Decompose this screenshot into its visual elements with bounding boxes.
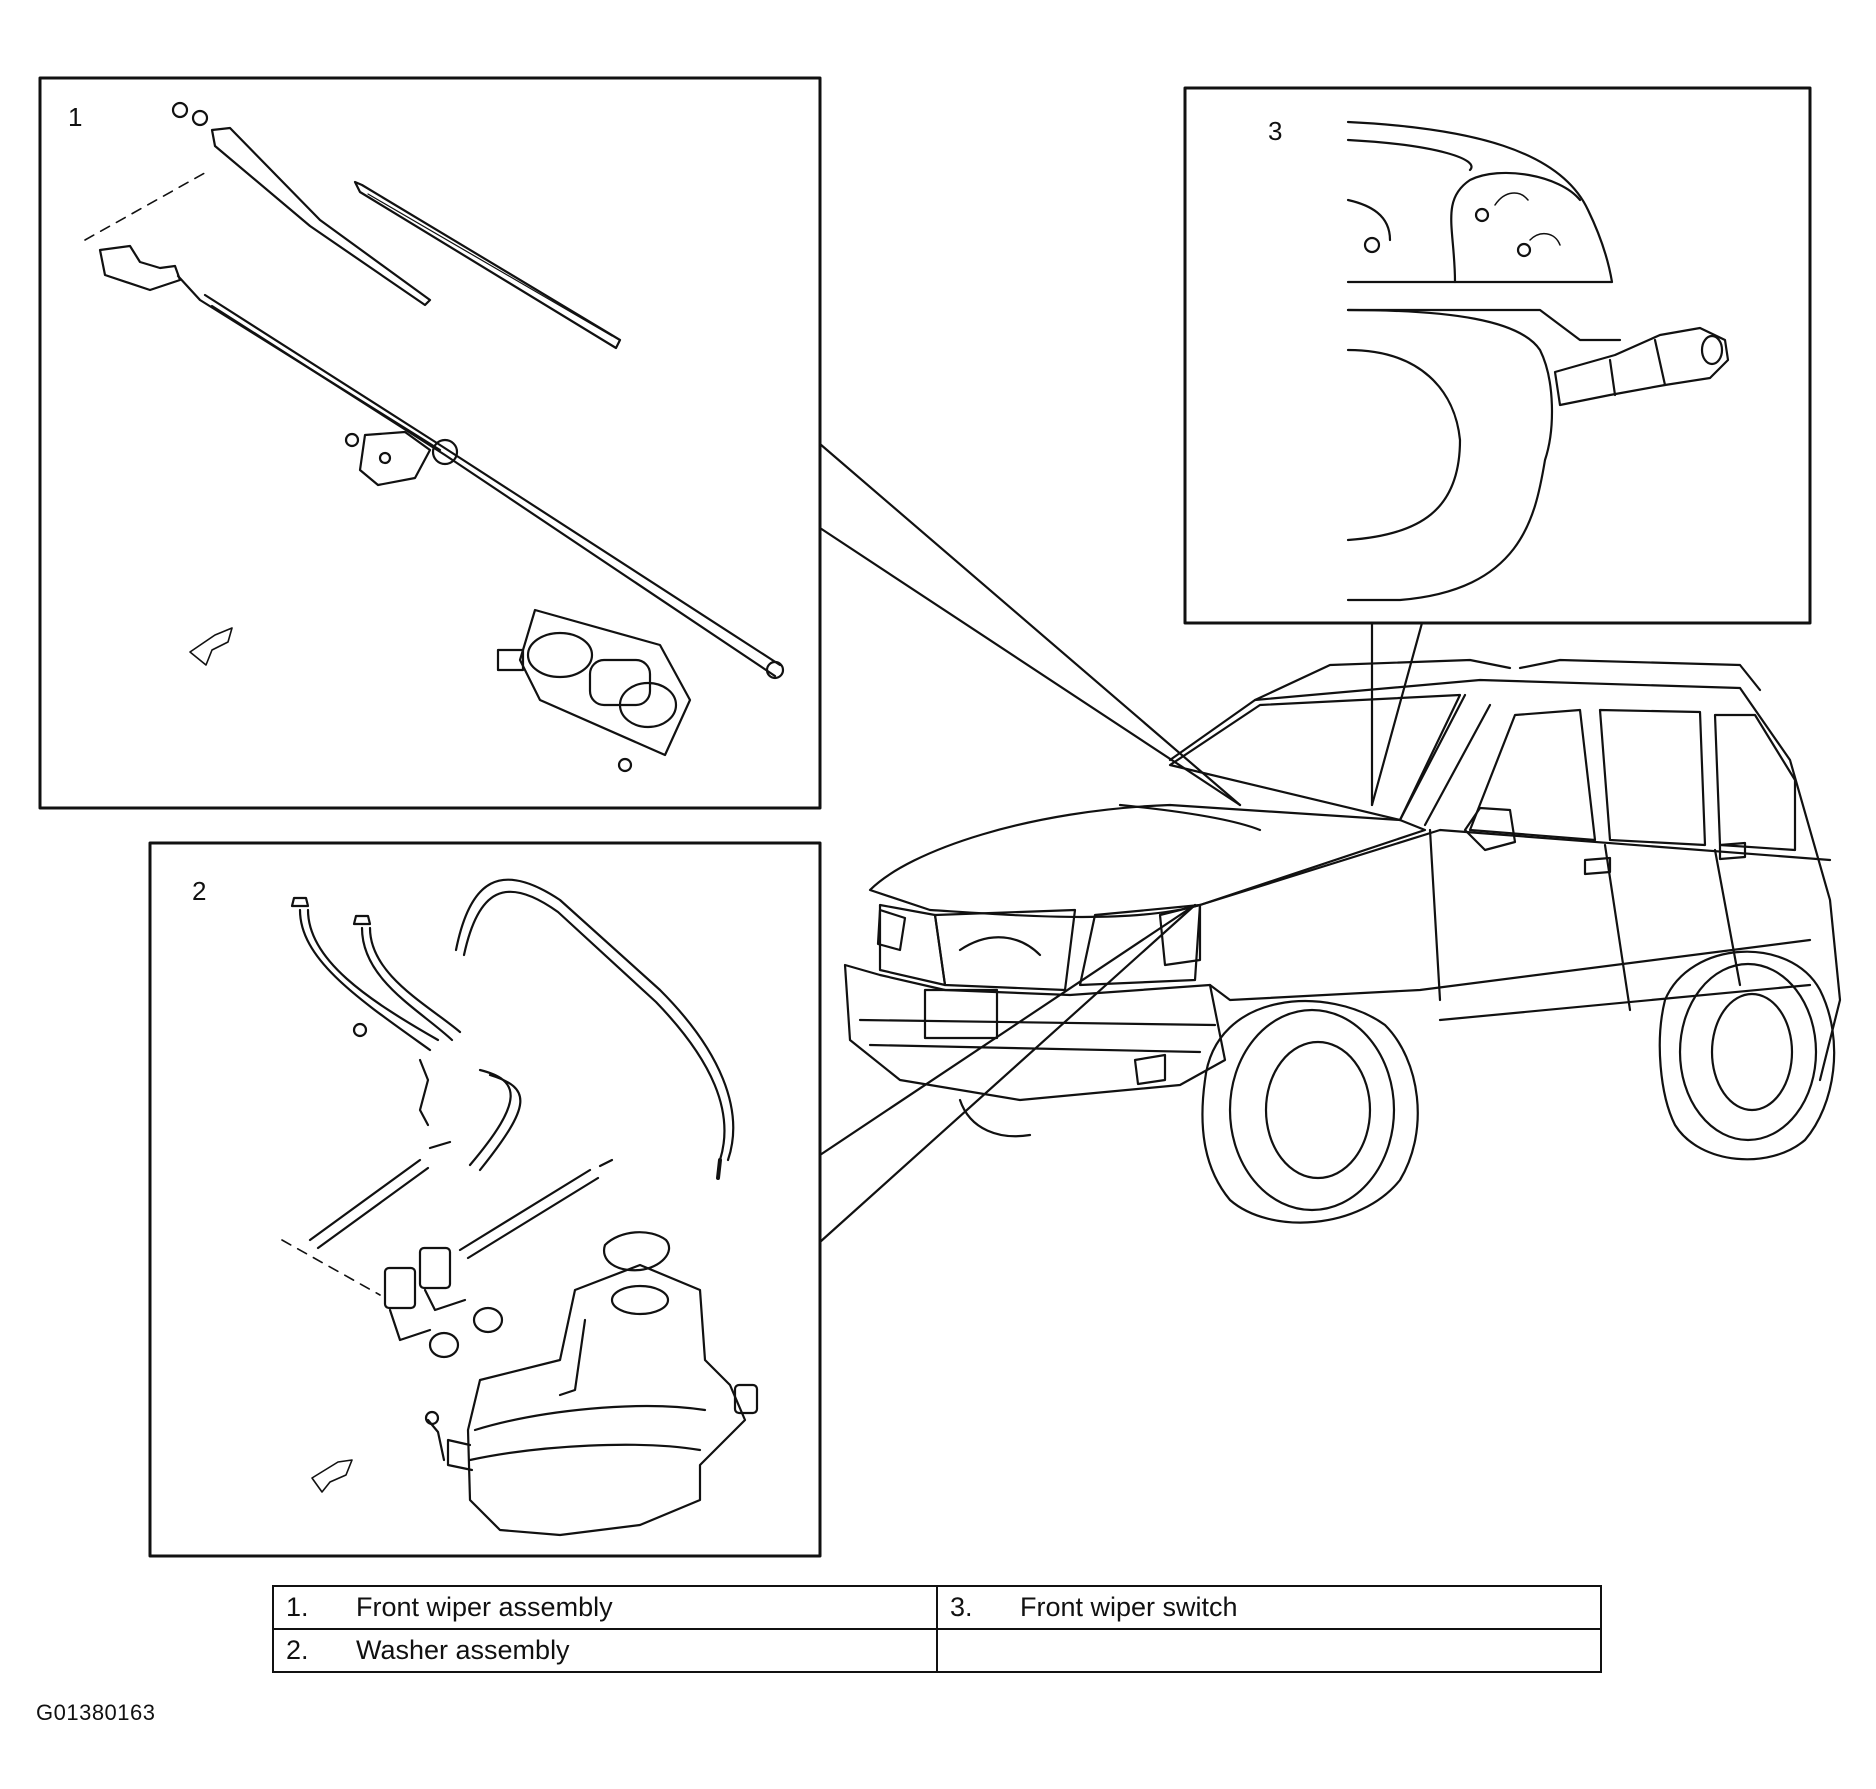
washer-hose-long <box>454 878 735 1162</box>
pivot-plate <box>358 430 432 487</box>
nut-icon <box>344 432 360 448</box>
linkage-rod <box>203 293 782 667</box>
figure-id: G01380163 <box>36 1700 156 1725</box>
panel-2-frame <box>148 841 822 1558</box>
legend-label: Front wiper switch <box>1020 1592 1238 1622</box>
rear-door-window <box>1598 708 1707 847</box>
hood <box>868 803 1427 919</box>
rear-wheel <box>1678 962 1818 1142</box>
fwd-arrow-icon <box>189 627 233 666</box>
panel-1-number: 1 <box>68 102 82 132</box>
roof-rail <box>1253 658 1512 702</box>
legend-row: 1.Front wiper assembly 3.Front wiper swi… <box>272 1585 1602 1630</box>
panel-3-number: 3 <box>1268 116 1282 146</box>
wiper-blade <box>353 180 622 350</box>
side-mirror <box>1463 806 1517 852</box>
legend-cell: 1.Front wiper assembly <box>272 1585 938 1630</box>
legend-table: 1.Front wiper assembly 3.Front wiper swi… <box>272 1585 1602 1673</box>
wiper-arm-lower <box>98 244 182 292</box>
washer-reservoir <box>446 1231 759 1537</box>
front-door-window <box>1468 708 1597 842</box>
panel-2-number: 2 <box>192 876 206 906</box>
panel-2-washer-assembly <box>148 841 822 1558</box>
wiper-motor <box>496 608 692 773</box>
nut-icon <box>191 109 209 127</box>
front-bumper <box>843 963 1227 1102</box>
vehicle-suv-illustration <box>843 658 1842 1224</box>
panel-3-frame <box>1183 86 1812 625</box>
washer-nozzle-icon <box>290 896 310 908</box>
legend-cell: 2.Washer assembly <box>272 1628 938 1673</box>
front-wheel <box>1228 1008 1396 1212</box>
legend-label: Front wiper assembly <box>356 1592 613 1622</box>
windshield <box>1168 693 1462 822</box>
legend-row: 2.Washer assembly <box>272 1628 1602 1673</box>
wiper-arm-upper <box>210 126 432 307</box>
fwd-arrow-icon <box>311 1459 353 1493</box>
bolt-icon <box>424 1410 440 1426</box>
wiper-switch-stalk <box>1553 326 1730 407</box>
washer-pump <box>383 1246 504 1359</box>
washer-nozzle-icon <box>352 914 372 926</box>
legend-cell <box>936 1628 1602 1673</box>
nut-icon <box>171 101 189 119</box>
panel-3-wiper-switch <box>1183 86 1812 625</box>
panel-1-wiper-assembly <box>38 76 822 810</box>
grille <box>933 908 1077 992</box>
legend-cell: 3.Front wiper switch <box>936 1585 1602 1630</box>
license-plate <box>923 988 999 1040</box>
legend-label: Washer assembly <box>356 1635 570 1665</box>
